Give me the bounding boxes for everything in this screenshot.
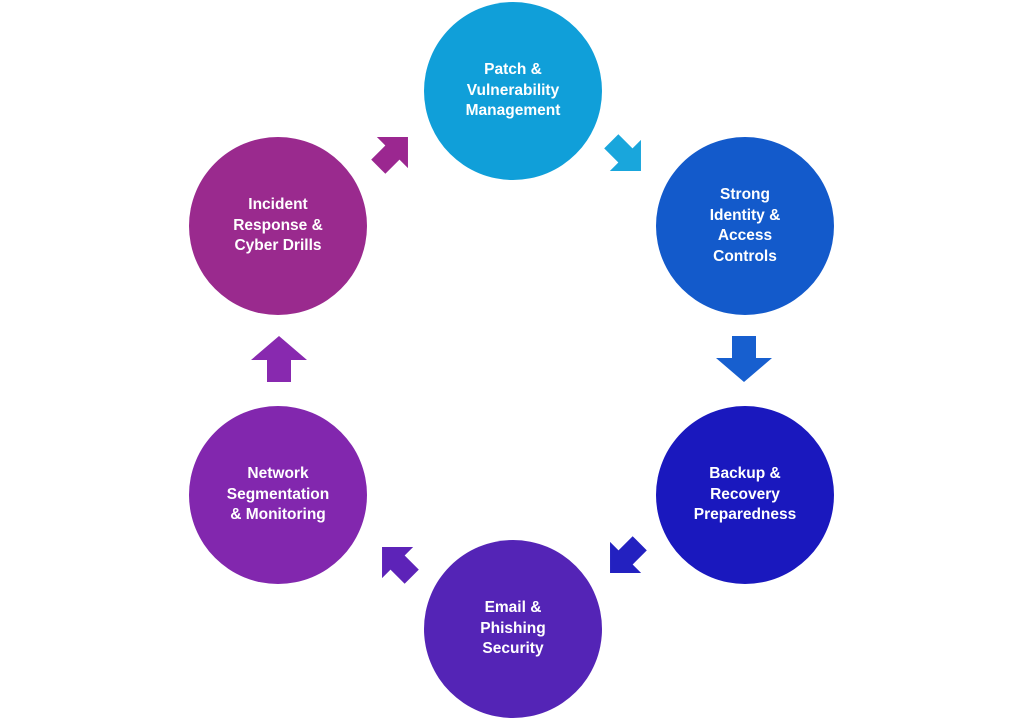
node-patch-vulnerability-management: Patch & Vulnerability Management [424, 2, 602, 180]
node-label: Email & Phishing Security [480, 599, 546, 658]
arrow-network-to-incident-icon [251, 336, 307, 382]
node-label: Patch & Vulnerability Management [465, 61, 561, 120]
node-label: Strong Identity & Access Controls [709, 186, 781, 265]
node-label: Backup & Recovery Preparedness [693, 465, 797, 524]
node-label: Incident Response & Cyber Drills [233, 196, 323, 255]
arrow-shape [604, 134, 641, 171]
node-network-segmentation-monitoring: Network Segmentation & Monitoring [189, 406, 367, 584]
arrow-shape [371, 137, 408, 174]
arrow-shape [716, 336, 772, 382]
arrow-email-to-network-icon [382, 547, 419, 584]
arrow-backup-to-email-icon [610, 536, 647, 573]
node-backup-recovery-preparedness: Backup & Recovery Preparedness [656, 406, 834, 584]
arrow-shape [251, 336, 307, 382]
arrow-shape [610, 536, 647, 573]
node-strong-identity-access-controls: Strong Identity & Access Controls [656, 137, 834, 315]
arrow-identity-to-backup-icon [716, 336, 772, 382]
node-email-phishing-security: Email & Phishing Security [424, 540, 602, 718]
node-incident-response-cyber-drills: Incident Response & Cyber Drills [189, 137, 367, 315]
arrow-incident-to-patch-icon [371, 137, 408, 174]
node-label: Network Segmentation & Monitoring [226, 465, 330, 524]
arrow-patch-to-identity-icon [604, 134, 641, 171]
arrow-shape [382, 547, 419, 584]
